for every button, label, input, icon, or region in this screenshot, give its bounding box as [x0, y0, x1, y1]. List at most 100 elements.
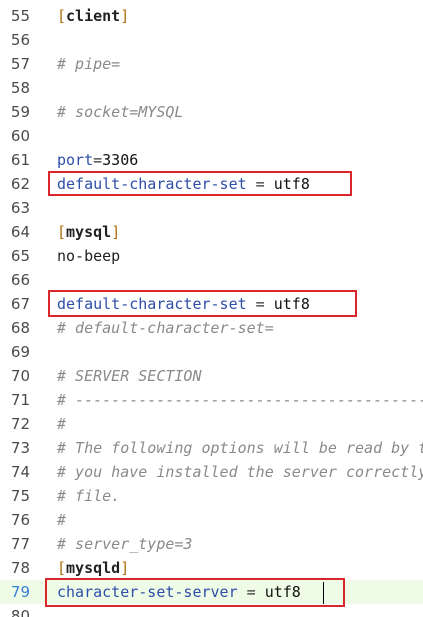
code-line[interactable]: 78 [mysqld] — [0, 556, 423, 580]
code-line[interactable]: 74 # you have installed the server correc… — [0, 460, 423, 484]
line-number: 73 — [10, 439, 30, 457]
line-text[interactable]: # server_type=3 — [57, 532, 192, 556]
code-token: mysqld — [66, 559, 121, 577]
code-token: utf8 — [273, 295, 310, 313]
code-token: # socket=MYSQL — [57, 103, 184, 121]
code-line[interactable]: 62 default-character-set = utf8 — [0, 172, 423, 196]
code-line[interactable]: 71 # ------------------------------------… — [0, 388, 423, 412]
code-token: # The following options will be read by … — [57, 439, 423, 457]
line-number: 72 — [10, 415, 30, 433]
line-number: 56 — [10, 31, 30, 49]
line-text[interactable]: [mysql] — [57, 220, 120, 244]
line-number: 63 — [10, 199, 30, 217]
code-token: [ — [57, 559, 67, 577]
line-text[interactable]: no-beep — [57, 244, 120, 268]
line-number: 70 — [10, 367, 30, 385]
code-line[interactable]: 77 # server_type=3 — [0, 532, 423, 556]
code-token: # pipe= — [57, 55, 121, 73]
code-line[interactable]: 60 — [0, 124, 423, 148]
code-token: ] — [111, 223, 121, 241]
line-text[interactable]: [mysqld] — [57, 556, 129, 580]
line-text[interactable]: # — [57, 508, 66, 532]
code-line[interactable]: 56 — [0, 28, 423, 52]
code-token: default-character-set — [57, 175, 247, 193]
code-token: = — [237, 583, 265, 601]
line-number: 58 — [10, 79, 30, 97]
code-line[interactable]: 66 — [0, 268, 423, 292]
line-number: 64 — [10, 223, 30, 241]
code-line[interactable]: 68 # default-character-set= — [0, 316, 423, 340]
line-number: 67 — [10, 295, 30, 313]
code-token: [ — [57, 7, 67, 25]
line-number: 78 — [10, 559, 30, 577]
code-token: default-character-set — [57, 295, 247, 313]
code-line[interactable]: 59 # socket=MYSQL — [0, 100, 423, 124]
code-token: utf8 — [264, 583, 301, 601]
line-number: 59 — [10, 103, 30, 121]
code-line[interactable]: 75 # file. — [0, 484, 423, 508]
line-number: 77 — [10, 535, 30, 553]
code-line[interactable]: 65 no-beep — [0, 244, 423, 268]
code-token: # — [57, 415, 67, 433]
line-number: 75 — [10, 487, 30, 505]
code-token: = — [246, 295, 274, 313]
code-line[interactable]: 58 — [0, 76, 423, 100]
code-line[interactable]: 76 # — [0, 508, 423, 532]
line-number: 68 — [10, 319, 30, 337]
line-number: 69 — [10, 343, 30, 361]
line-number: 76 — [10, 511, 30, 529]
line-text[interactable]: character-set-server = utf8 — [57, 580, 301, 604]
code-line[interactable]: 79 character-set-server = utf8 — [0, 580, 423, 604]
line-text[interactable]: # you have installed the server correctl… — [57, 460, 423, 484]
line-text[interactable]: # SERVER SECTION — [57, 364, 202, 388]
line-number: 66 — [10, 271, 30, 289]
code-line[interactable]: 70 # SERVER SECTION — [0, 364, 423, 388]
line-text[interactable]: default-character-set = utf8 — [57, 292, 310, 316]
line-text[interactable]: default-character-set = utf8 — [57, 172, 310, 196]
code-line[interactable]: 63 — [0, 196, 423, 220]
code-line[interactable]: 73 # The following options will be read b… — [0, 436, 423, 460]
line-number: 60 — [10, 127, 30, 145]
line-text[interactable]: # file. — [57, 484, 120, 508]
code-line[interactable]: 69 — [0, 340, 423, 364]
line-text[interactable]: [client] — [57, 4, 129, 28]
line-text[interactable]: # --------------------------------------… — [57, 388, 423, 412]
line-number: 62 — [10, 175, 30, 193]
code-token: mysql — [66, 223, 112, 241]
code-line[interactable]: 67 default-character-set = utf8 — [0, 292, 423, 316]
code-line[interactable]: 57 # pipe= — [0, 52, 423, 76]
code-token: # default-character-set= — [57, 319, 274, 337]
line-number: 74 — [10, 463, 30, 481]
text-caret — [323, 582, 324, 604]
line-text[interactable]: # pipe= — [57, 52, 120, 76]
line-text[interactable]: port=3306 — [57, 148, 138, 172]
code-token: # --------------------------------------… — [57, 391, 423, 409]
code-line[interactable]: 61 port=3306 — [0, 148, 423, 172]
line-number: 55 — [10, 7, 30, 25]
code-token: = — [246, 175, 274, 193]
code-token: ] — [120, 559, 130, 577]
code-line[interactable]: 72 # — [0, 412, 423, 436]
code-token: # server_type=3 — [57, 535, 193, 553]
code-token: port — [57, 151, 94, 169]
line-text[interactable]: # socket=MYSQL — [57, 100, 183, 124]
code-token: client — [66, 7, 121, 25]
line-text[interactable]: # — [57, 412, 66, 436]
line-text[interactable]: # default-character-set= — [57, 316, 274, 340]
code-token: ] — [120, 7, 130, 25]
line-text[interactable]: # The following options will be read by … — [57, 436, 423, 460]
code-line[interactable]: 64 [mysql] — [0, 220, 423, 244]
line-number: 61 — [10, 151, 30, 169]
code-token: character-set-server — [57, 583, 238, 601]
line-number: 80 — [10, 607, 30, 617]
code-line[interactable]: 55 [client] — [0, 4, 423, 28]
line-number: 71 — [10, 391, 30, 409]
code-token: # SERVER SECTION — [57, 367, 202, 385]
code-token: = — [93, 151, 103, 169]
code-line[interactable]: 80 — [0, 604, 423, 617]
line-number: 79 — [10, 583, 30, 601]
line-number: 57 — [10, 55, 30, 73]
code-token: # file. — [57, 487, 121, 505]
line-number: 65 — [10, 247, 30, 265]
